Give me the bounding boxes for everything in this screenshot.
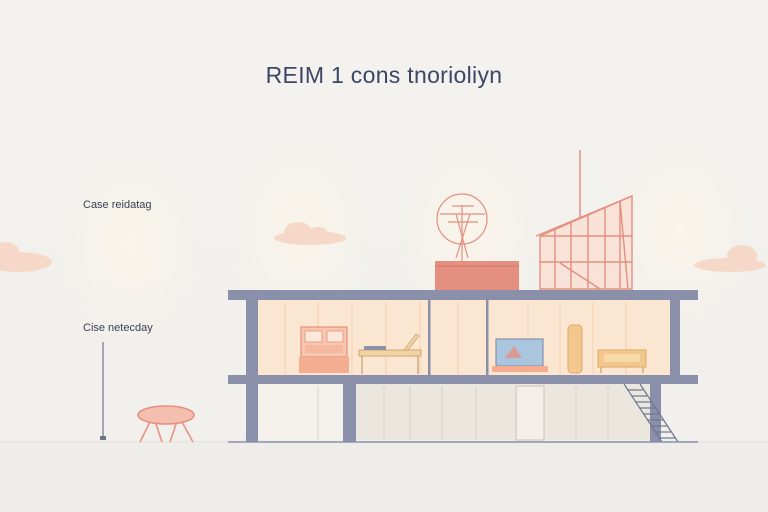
illustration-title: REIM 1 cons tnorioliyn [265,62,503,88]
cloud-left [0,242,52,272]
cloud-center [274,222,346,245]
outdoor-table [137,405,195,443]
right-column-upper [670,300,680,375]
upper-floor-lamp [567,324,583,374]
cloud-right [694,245,766,272]
side-label-upper: Case reidatag [83,199,152,211]
right-column-lower [650,384,661,442]
rooftop-globe [436,193,488,262]
side-label-lower: Cise netecday [83,322,153,334]
upper-tv [492,338,548,372]
lower-floor-right-room [356,384,656,440]
upper-left-shelf [299,326,349,373]
upper-window-mullions [284,302,627,374]
lamp-base [100,436,106,440]
left-column [246,300,258,442]
rooftop-greenhouse [535,194,633,290]
exterior-stairs [623,383,679,443]
lower-floor-door [515,385,545,441]
upper-room-divider [486,300,489,376]
upper-desk [358,333,422,374]
ground [0,440,768,512]
floor-slab [228,375,698,384]
upper-center-post [428,300,431,376]
rooftop-box [435,261,519,290]
lower-center-column [343,384,356,442]
upper-sofa [597,349,647,373]
roof-slab [228,290,698,300]
